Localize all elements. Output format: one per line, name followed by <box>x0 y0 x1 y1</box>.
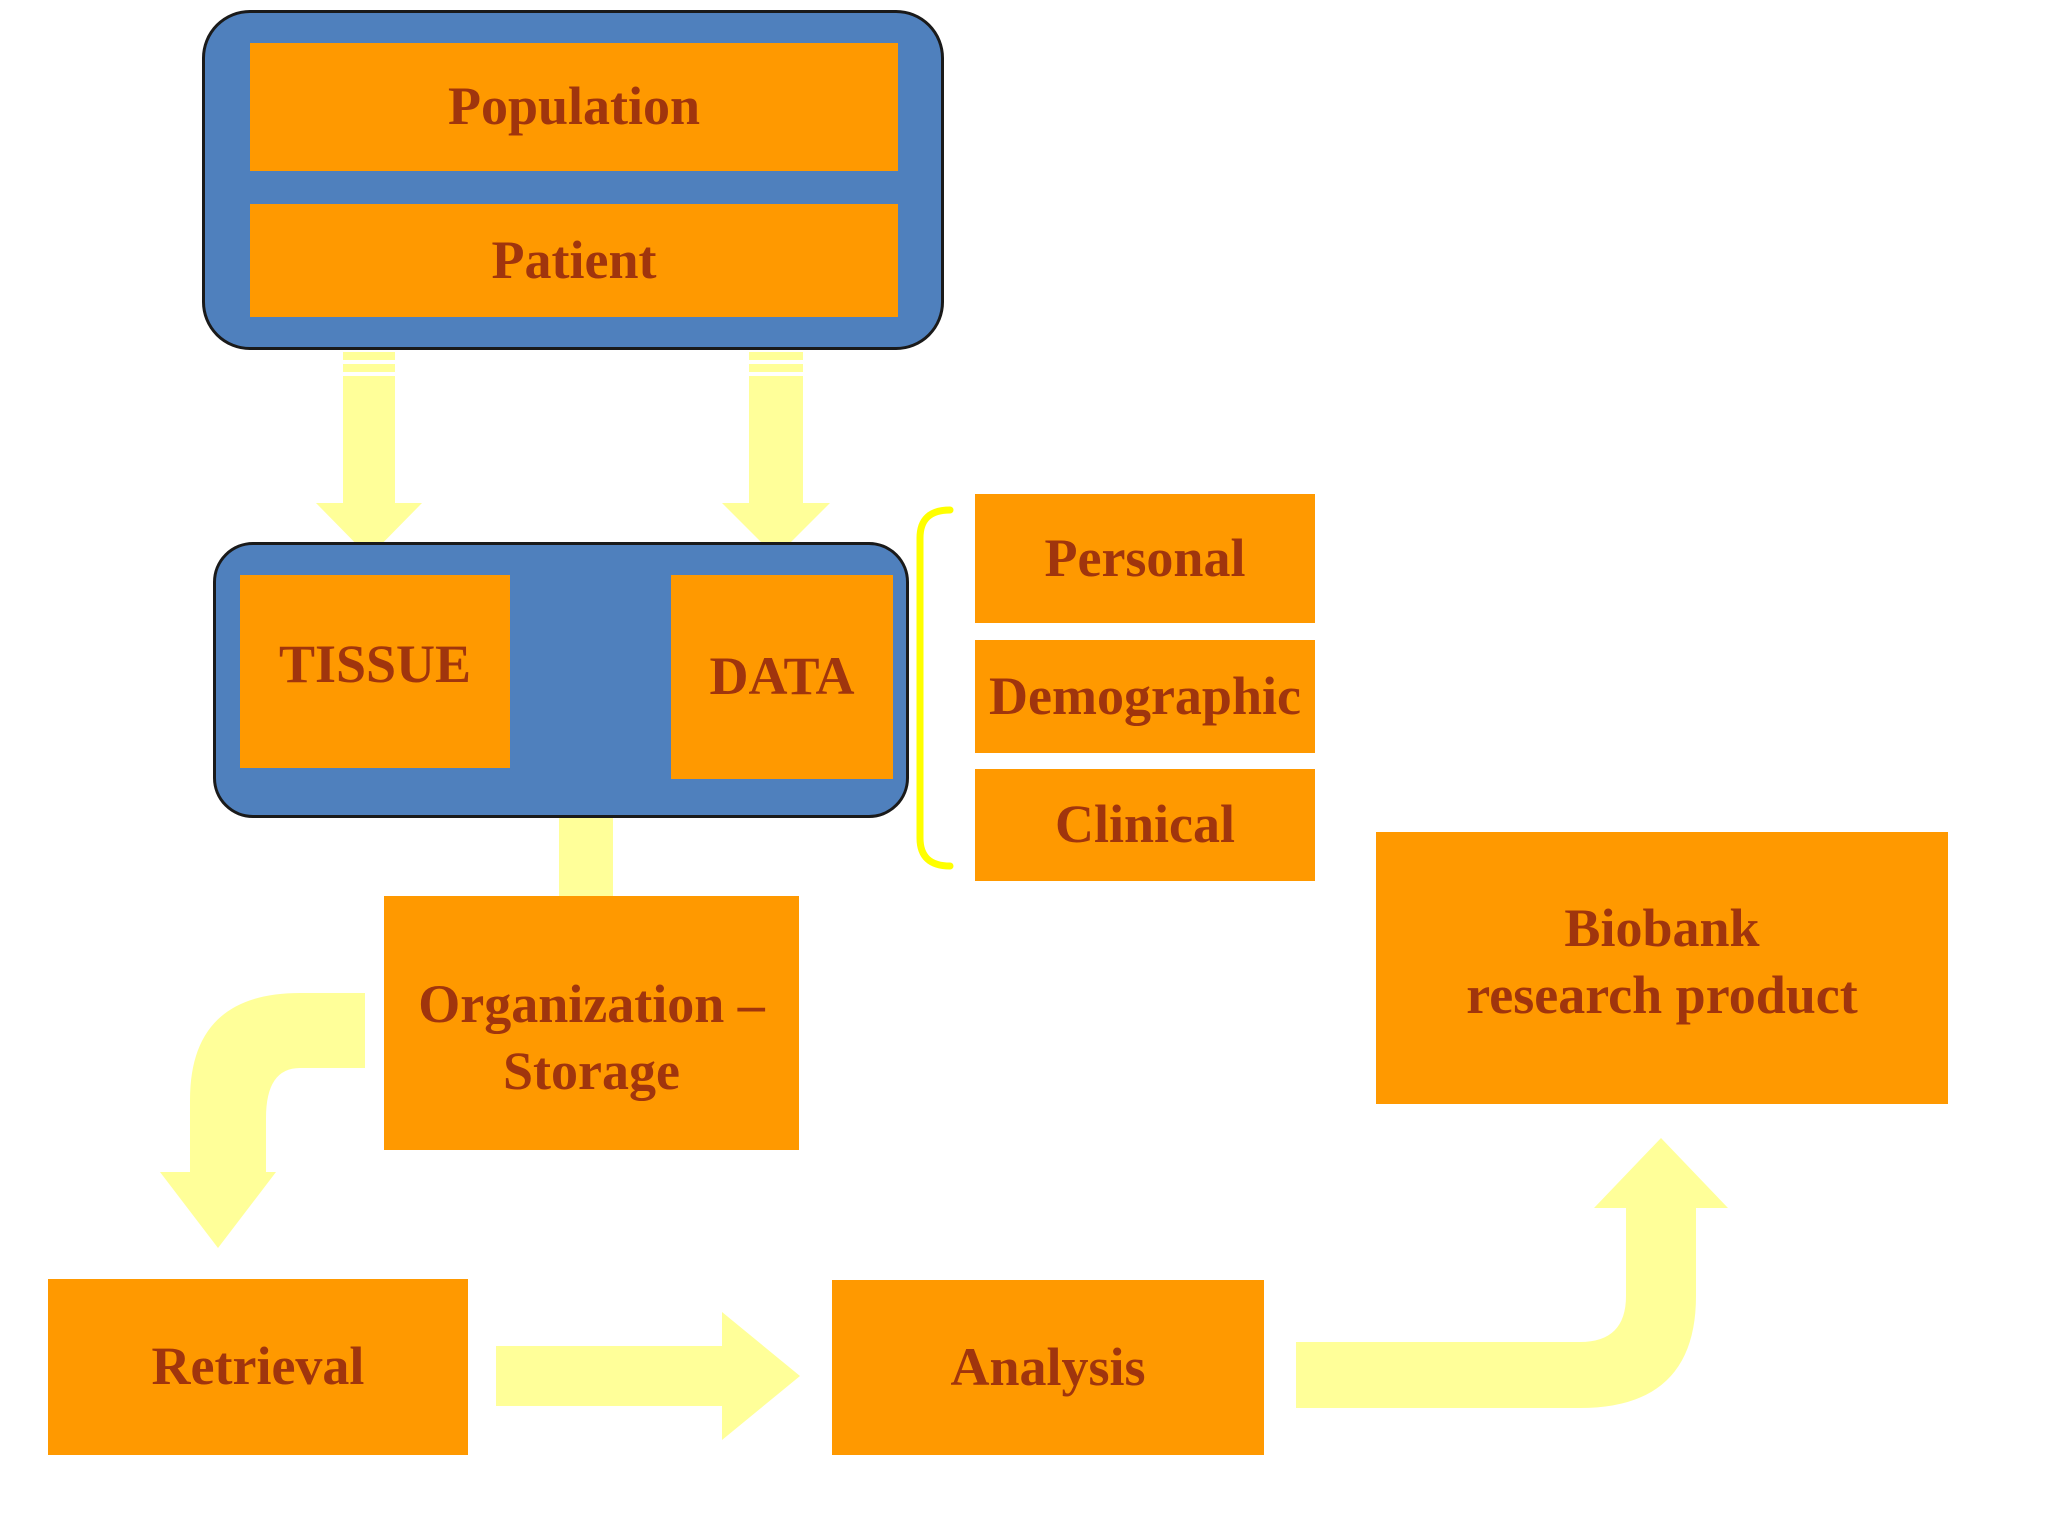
organization-storage-label-line1: Organization – <box>418 973 765 1034</box>
source-group: Population Patient <box>202 10 944 350</box>
data-type-personal-label: Personal <box>1044 527 1246 588</box>
population-box: Population <box>250 43 898 171</box>
tissue-box: TISSUE <box>240 575 510 768</box>
data-type-personal: Personal <box>975 494 1315 623</box>
data-type-clinical: Clinical <box>975 769 1315 881</box>
data-label: DATA <box>709 646 855 707</box>
data-type-demographic-label: Demographic <box>989 665 1301 726</box>
arrow-patient-to-tissue <box>316 340 422 557</box>
data-type-demographic: Demographic <box>975 640 1315 753</box>
data-box: DATA <box>671 575 893 779</box>
data-types-brace <box>916 506 954 870</box>
patient-box: Patient <box>250 204 898 317</box>
patient-label: Patient <box>491 229 657 290</box>
biobank-product-label-line1: Biobank <box>1564 897 1760 958</box>
population-label: Population <box>447 76 701 137</box>
retrieval-label: Retrieval <box>151 1336 365 1397</box>
arrow-analysis-to-product <box>1296 1138 1728 1408</box>
organization-storage-label-line2: Storage <box>503 1041 680 1101</box>
arrow-storage-to-retrieval <box>160 993 365 1248</box>
biobank-research-product-box: Biobank research product <box>1376 832 1948 1104</box>
tissue-label: TISSUE <box>278 633 472 694</box>
organization-storage-box: Organization – Storage <box>384 896 799 1150</box>
retrieval-box: Retrieval <box>48 1279 468 1455</box>
analysis-label: Analysis <box>950 1336 1146 1397</box>
arrow-patient-to-data <box>722 340 830 557</box>
biobank-product-label-line2: research product <box>1466 965 1858 1025</box>
analysis-box: Analysis <box>832 1280 1264 1455</box>
collection-group: TISSUE DATA <box>213 542 909 818</box>
arrow-retrieval-to-analysis <box>496 1312 800 1440</box>
data-type-clinical-label: Clinical <box>1054 794 1235 855</box>
